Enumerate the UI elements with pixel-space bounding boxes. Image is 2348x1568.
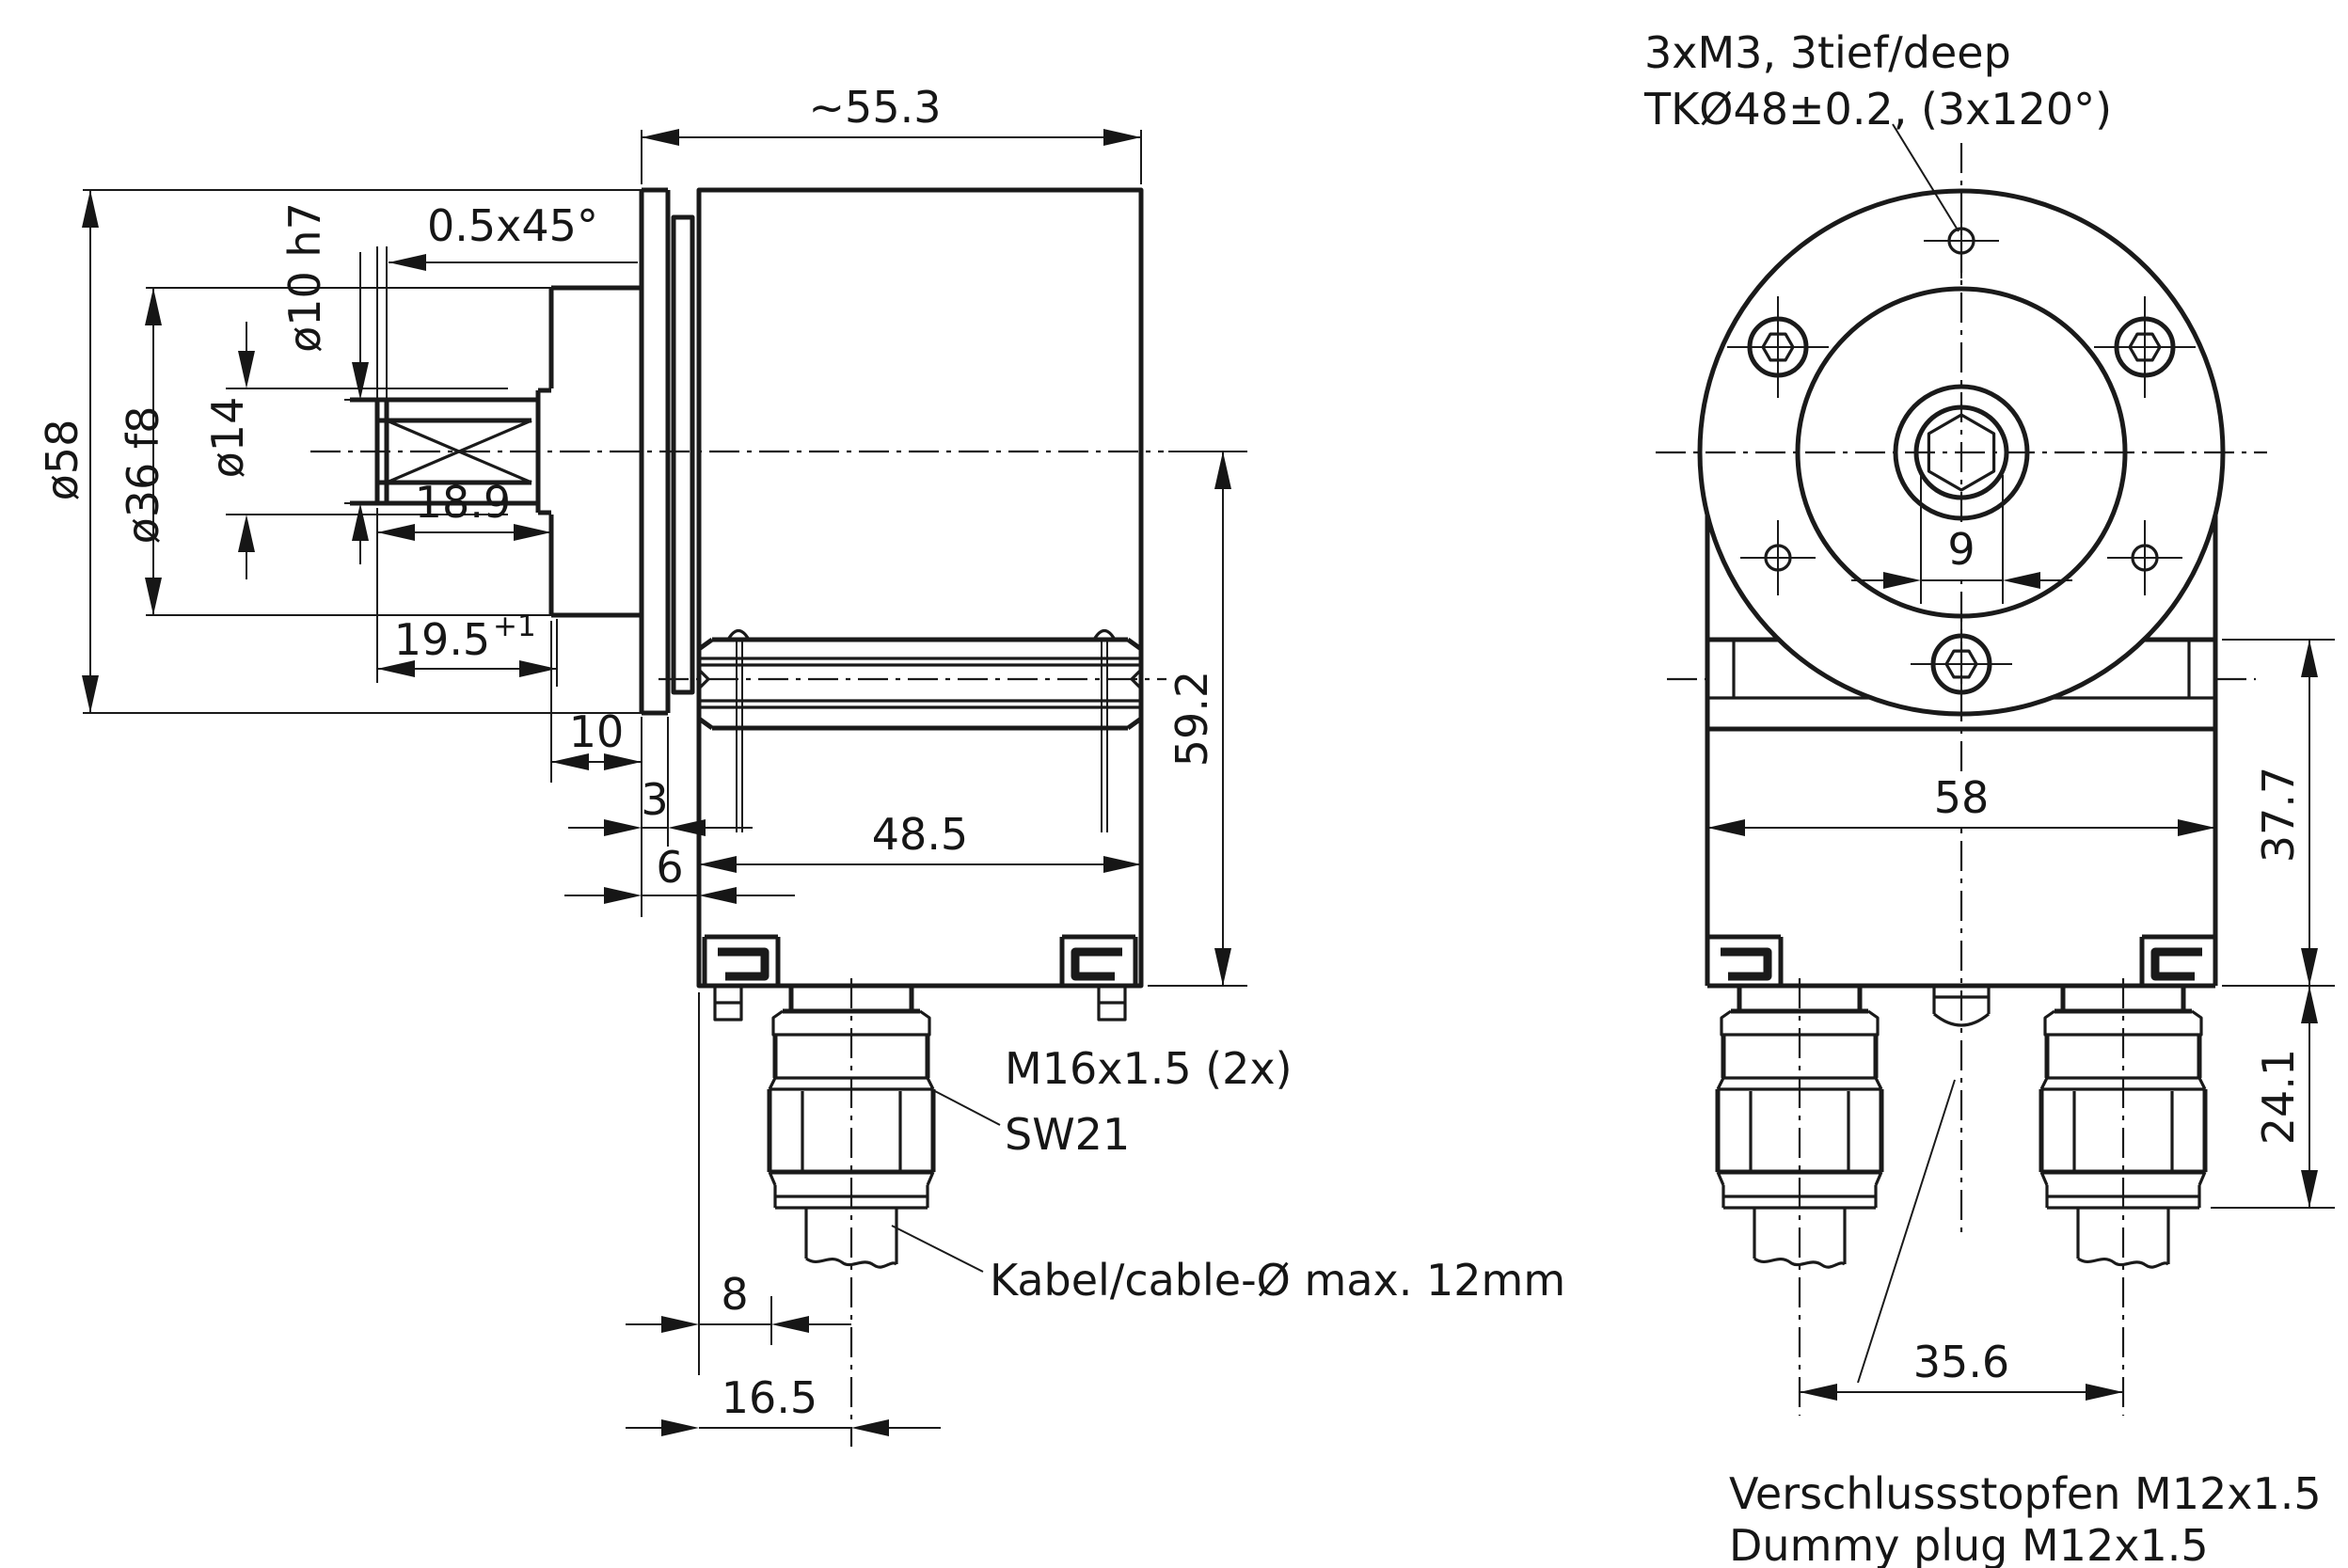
right-view-dimensions: 3xM3, 3tief/deep TKØ48±0.2, (3x120°) 9 5…: [1643, 27, 2335, 1568]
dim-clamp-length: 18.9: [415, 477, 511, 528]
dim-gland-edge-offset: 8: [721, 1269, 748, 1320]
housing-body-side: [696, 187, 1144, 1022]
m3-mounting-hole: [1922, 201, 2001, 280]
m3-mounting-hole: [1738, 518, 1817, 597]
label-plug-note-2: Dummy plug M12x1.5: [1729, 1520, 2209, 1568]
cable-gland-side: [769, 986, 933, 1267]
flange-plate-side: [639, 187, 695, 716]
left-view: ~55.3 0.5x45° ø58 ø36 f8 ø14 ø10: [37, 82, 1565, 1447]
shaft-hex-socket: [1927, 413, 1996, 492]
label-plug-note-1: Verschlussstopfen M12x1.5: [1729, 1468, 2322, 1519]
dim-insert-depth-tolerance: +1: [493, 610, 536, 643]
left-view-centerlines: [310, 450, 1166, 1447]
dim-clamp-diameter: ø14: [202, 397, 253, 479]
dim-hex-width: 9: [1947, 524, 1975, 575]
label-mounting-note-1: 3xM3, 3tief/deep: [1644, 27, 2011, 78]
label-cable-note: Kabel/cable-Ø max. 12mm: [990, 1255, 1565, 1306]
label-mounting-note-2: TKØ48±0.2, (3x120°): [1643, 84, 2112, 135]
dim-gland-center-offset: 16.5: [722, 1372, 817, 1423]
label-gland-thread: M16x1.5 (2x): [1005, 1043, 1293, 1094]
shaft-side: [350, 246, 551, 515]
dim-upper-height: 37.7: [2253, 767, 2304, 863]
dim-boss-depth: 10: [569, 706, 625, 757]
dim-body-width: 48.5: [872, 809, 968, 860]
dim-shaft-diameter: ø10 h7: [279, 202, 330, 353]
cable-glands-front: [1718, 986, 2205, 1267]
dim-body-height: 59.2: [1166, 671, 1217, 767]
clamp-screw: [1911, 613, 2012, 715]
dummy-plug: [1932, 986, 1991, 1027]
dim-body-width-front: 58: [1934, 772, 1990, 823]
dim-boss-diameter: ø36 f8: [118, 406, 168, 545]
label-gland-wrench: SW21: [1005, 1109, 1130, 1160]
flange-boss-side: [548, 285, 642, 618]
dim-plate-thickness: 3: [641, 774, 668, 825]
dim-flange-diameter: ø58: [37, 420, 87, 501]
dim-gland-height: 24.1: [2253, 1049, 2304, 1145]
right-view: 3xM3, 3tief/deep TKØ48±0.2, (3x120°) 9 5…: [1643, 27, 2335, 1568]
dim-plate-offset: 6: [656, 842, 683, 893]
housing-body-front: [1707, 515, 2215, 1027]
dim-overall-length: ~55.3: [809, 82, 942, 133]
dim-gland-spacing: 35.6: [1913, 1337, 2009, 1387]
dim-chamfer: 0.5x45°: [427, 200, 598, 251]
m3-mounting-hole: [2105, 518, 2184, 597]
flange-face: [1697, 188, 2226, 715]
left-view-dimensions: ~55.3 0.5x45° ø58 ø36 f8 ø14 ø10: [37, 82, 1565, 1436]
dim-insert-depth: 19.5: [394, 614, 490, 665]
